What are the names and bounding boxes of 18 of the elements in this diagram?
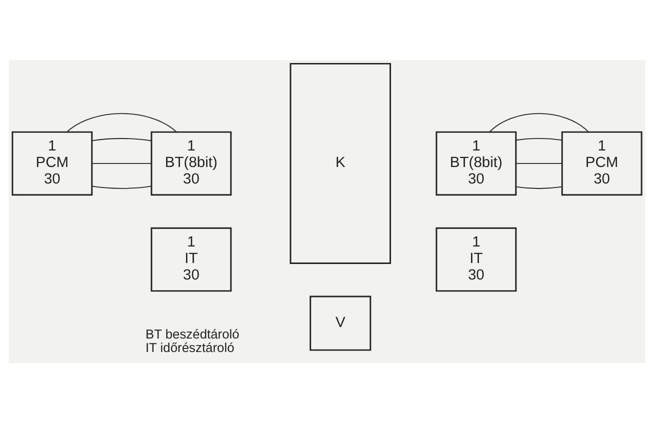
node-box: 1 PCM 30	[12, 130, 93, 196]
node-box: 1 BT(8bit) 30	[436, 130, 517, 196]
connector	[66, 112, 177, 132]
connector	[489, 112, 589, 132]
node-box: V	[310, 295, 372, 350]
node-box: 1 IT 30	[436, 226, 517, 292]
node-box: 1 PCM 30	[561, 130, 642, 196]
label: IT időrésztároló	[145, 340, 234, 355]
connector	[92, 185, 152, 188]
connector	[92, 162, 152, 164]
node-box: K	[290, 62, 392, 264]
connector	[515, 162, 562, 164]
connector	[92, 138, 152, 141]
connector	[515, 138, 562, 140]
node-box: 1 IT 30	[150, 226, 232, 292]
label: BT beszédtároló	[145, 326, 240, 341]
connector	[515, 186, 562, 188]
node-box: 1 BT(8bit) 30	[150, 130, 232, 196]
